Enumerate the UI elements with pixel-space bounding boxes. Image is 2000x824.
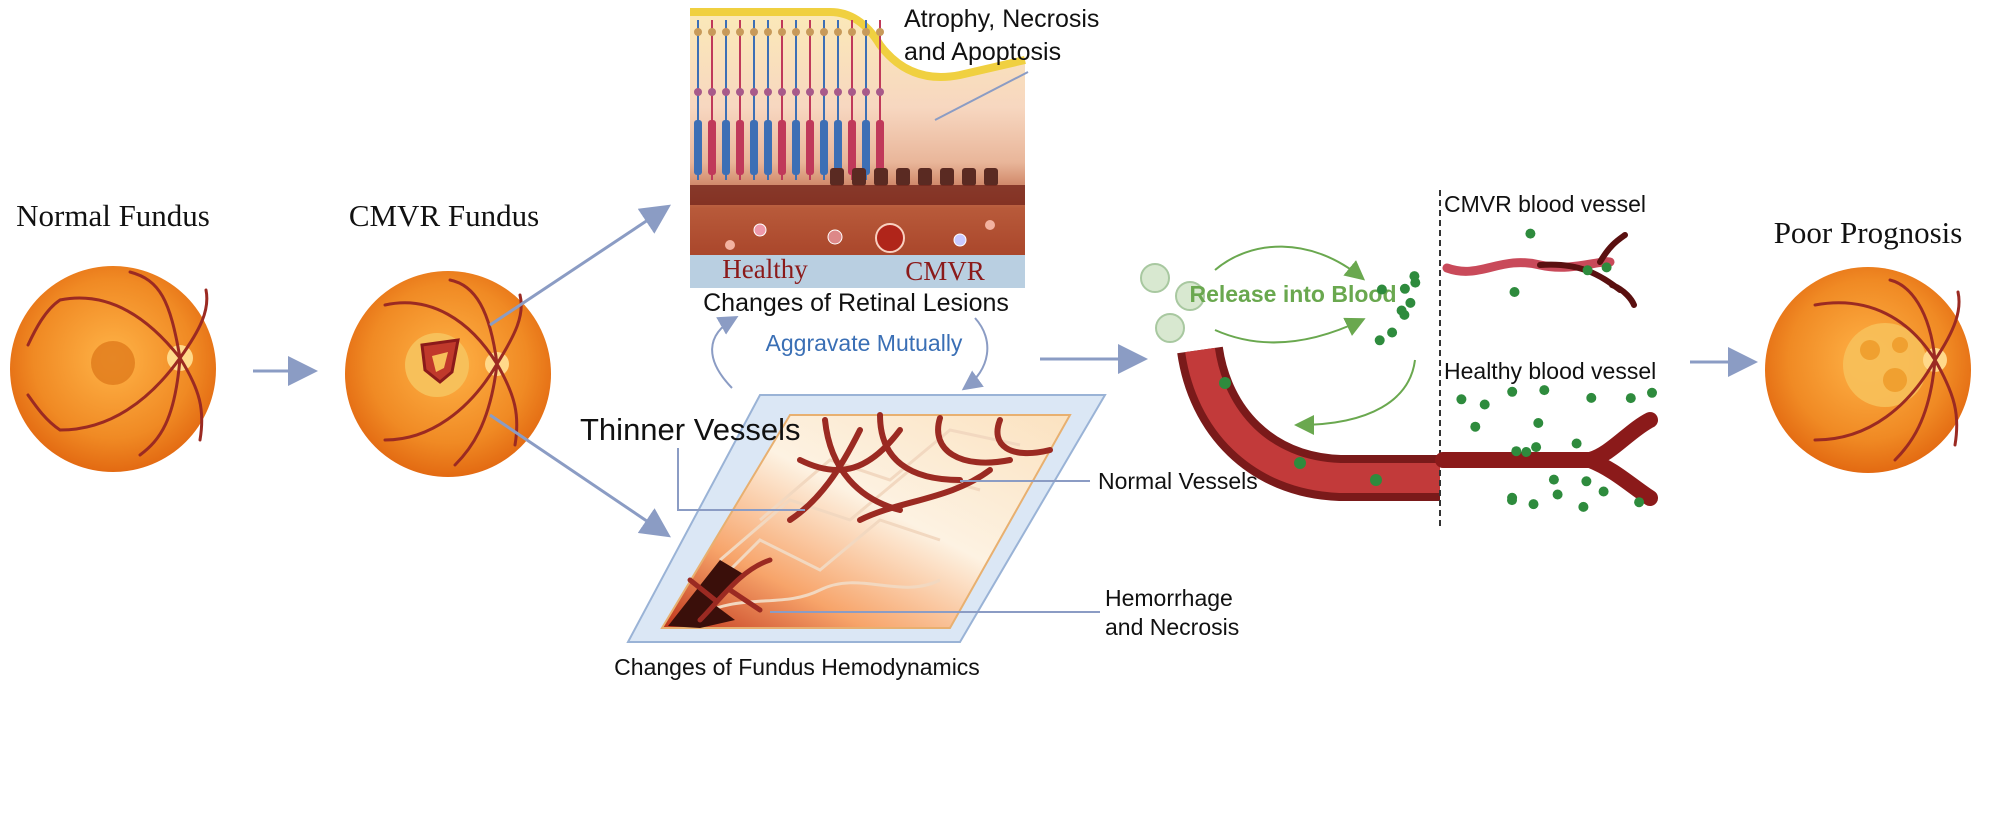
green-particle-icon [1525, 228, 1536, 239]
photoreceptor-cell [750, 20, 758, 180]
damaged-cell [896, 168, 910, 186]
green-particle-icon [1511, 446, 1522, 457]
green-particle-icon [1405, 297, 1416, 308]
photoreceptor-cell [722, 20, 730, 180]
green-particle-icon [1376, 284, 1387, 295]
green-particles-cluster [1374, 271, 1421, 346]
retinal-lesions-label: Changes of Retinal Lesions [703, 289, 1009, 317]
hemorrhage-label-line1: Hemorrhage [1105, 585, 1233, 611]
photoreceptor-cells [694, 20, 998, 186]
fundus-vessel-mesh [626, 394, 1107, 643]
tablets-icon [1140, 263, 1205, 343]
normal-fundus-icon [10, 266, 216, 472]
green-particle-icon [1374, 335, 1385, 346]
damaged-cell [852, 168, 866, 186]
green-particle-icon [1601, 262, 1612, 273]
photoreceptor-cell [806, 20, 814, 180]
poor-prognosis-fundus-icon [1765, 267, 1971, 473]
green-particle-icon [1396, 305, 1407, 316]
green-particle-icon [1470, 421, 1481, 432]
green-particle-icon [1552, 489, 1563, 500]
hemodynamics-label: Changes of Fundus Hemodynamics [614, 654, 980, 680]
green-particle-icon [1399, 283, 1410, 294]
green-particle-icon [1539, 385, 1550, 396]
damaged-cell [940, 168, 954, 186]
thinner-vessels-label: Thinner Vessels [580, 412, 801, 447]
release-label: Release into Blood [1189, 281, 1396, 307]
cmvr-fundus-icon [345, 271, 551, 477]
damaged-cell [962, 168, 976, 186]
green-particle-icon [1581, 476, 1592, 487]
damaged-cell [984, 168, 998, 186]
aggravate-arrow-right [961, 317, 989, 391]
arrow-to-hemodynamics [489, 413, 671, 538]
green-particle-icon [1598, 486, 1609, 497]
photoreceptor-cell [736, 20, 744, 180]
cmvr-label: CMVR [905, 256, 985, 286]
photoreceptor-cell [820, 20, 828, 180]
healthy-label: Healthy [722, 254, 808, 284]
green-particle-icon [1582, 265, 1593, 276]
green-particle-icon [1456, 394, 1467, 405]
green-particle-icon [1647, 387, 1657, 398]
normal-vessels-label: Normal Vessels [1098, 468, 1258, 494]
arrow-to-retina [489, 204, 671, 327]
green-particle-icon [1509, 287, 1520, 297]
green-particle-icon [1533, 418, 1544, 428]
cmvr-fundus-label: CMVR Fundus [349, 198, 539, 233]
damaged-cell [830, 168, 844, 186]
hemorrhage-label-line2: and Necrosis [1105, 614, 1239, 640]
vessel-particles [1219, 377, 1382, 486]
cmvr-blood-vessel-label: CMVR blood vessel [1444, 191, 1646, 217]
cmvr-vessel-particles [1509, 228, 1612, 297]
release-arrow-bottom [1214, 317, 1366, 344]
green-particle-icon [1586, 392, 1597, 403]
green-particle-icon [1571, 438, 1582, 449]
poor-prognosis-label: Poor Prognosis [1774, 215, 1963, 250]
green-particle-icon [1634, 497, 1645, 508]
aggravate-arrow-left [711, 316, 739, 389]
photoreceptor-cell [764, 20, 772, 180]
atrophy-pointer [934, 71, 1029, 121]
photoreceptor-cell [848, 20, 856, 180]
aggravate-label: Aggravate Mutually [766, 330, 963, 356]
green-particle-icon [1548, 474, 1559, 485]
retina-cross-section [690, 8, 1026, 288]
photoreceptor-cell [694, 20, 702, 180]
thinner-vessels-pointer [677, 448, 805, 511]
atrophy-label-line2: and Apoptosis [904, 38, 1061, 66]
healthy-blood-vessel-label: Healthy blood vessel [1444, 358, 1656, 384]
green-particle-icon [1387, 327, 1398, 338]
photoreceptor-cell [778, 20, 786, 180]
healthy-vessel-icon [1435, 412, 1658, 506]
photoreceptor-cell [792, 20, 800, 180]
photoreceptor-cell [834, 20, 842, 180]
green-particle-icon [1531, 442, 1542, 453]
photoreceptor-cell [708, 20, 716, 180]
green-particle-icon [1528, 499, 1539, 510]
green-particle-icon [1578, 501, 1589, 512]
normal-fundus-label: Normal Fundus [16, 198, 210, 233]
green-particle-icon [1479, 399, 1490, 410]
healthy-vessel-particles [1456, 385, 1657, 512]
green-particle-icon [1410, 277, 1421, 288]
green-particle-icon [1507, 386, 1518, 397]
photoreceptor-cell [862, 20, 870, 180]
green-particle-icon [1625, 393, 1636, 404]
damaged-cell [918, 168, 932, 186]
damaged-cell [874, 168, 888, 186]
atrophy-label-line1: Atrophy, Necrosis [904, 5, 1099, 33]
release-arrow-return [1294, 359, 1416, 435]
photoreceptor-cell [876, 20, 884, 180]
release-arrow-top [1214, 245, 1366, 281]
green-particle-icon [1521, 447, 1532, 457]
green-particle-icon [1507, 495, 1517, 506]
